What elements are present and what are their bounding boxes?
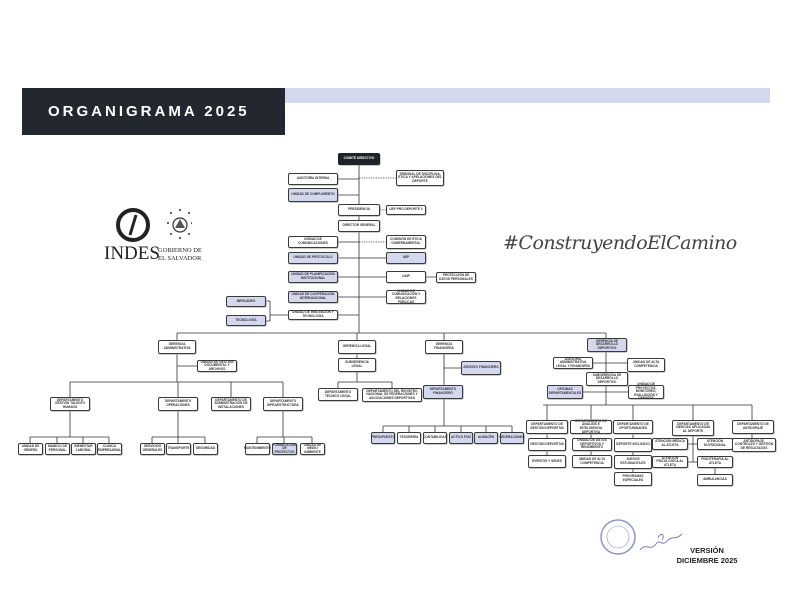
indes-wordmark: INDES (104, 243, 160, 264)
seal-signature-icon (600, 519, 683, 555)
node-gestion-documental[interactable]: UNIDAD DE GESTIÓN DOCUMENTAL Y ARCHIVOS (197, 360, 237, 372)
node-alta-competencia-2[interactable]: UNIDAD DE ALTA COMPETENCIA (572, 455, 612, 468)
government-seal-icon (167, 209, 192, 239)
node-programas-especiales[interactable]: PROGRAMAS ESPECIALES (614, 472, 652, 486)
node-ambulancias[interactable]: AMBULANCIAS (697, 474, 733, 486)
node-datos-deportivos[interactable]: UNIDAD DE DATOS DEPORTIVOS Y RENDIMIENTO (572, 438, 612, 451)
version-date: DICIEMBRE 2025 (676, 555, 738, 565)
node-gestion-deportiva[interactable]: GESTIÓN DEPORTIVA (528, 438, 566, 451)
node-manejo-personal[interactable]: MANEJO DE PERSONAL (45, 443, 70, 455)
node-genero[interactable]: UNIDAD DE GÉNERO (18, 443, 43, 455)
node-bienestar[interactable]: BIENESTAR LABORAL (71, 443, 96, 455)
node-antidopaje-controles[interactable]: ANTIDOPAJE, CONTROLES Y GESTIÓN DE RESUL… (732, 438, 776, 452)
node-presupuesto[interactable]: PRESUPUESTO (371, 432, 395, 444)
node-planificacion[interactable]: UNIDAD DE PLANIFICACIÓN INSTITUCIONAL (288, 271, 338, 283)
node-operaciones[interactable]: DEPARTAMENTO OPERACIONES (158, 397, 198, 411)
node-departamento-financiero[interactable]: DEPARTAMENTO FINANCIERO (423, 385, 463, 399)
node-comision-etica[interactable]: COMISIÓN DE ÉTICA GUBERNAMENTAL (386, 235, 426, 249)
node-gerencia-financiera[interactable]: GERENCIA FINANCIERA (425, 340, 463, 354)
node-instalaciones[interactable]: DEPARTAMENTO DE ADMINISTRACIÓN DE INSTAL… (211, 397, 251, 411)
node-formulacion-proyectos[interactable]: FORMULACIÓN DE PROYECTOS (272, 442, 297, 455)
government-line2: EL SALVADOR (158, 255, 202, 262)
node-medio-ambiente[interactable]: UNIDAD DE MEDIO AMBIENTE (300, 443, 325, 455)
node-presidencia[interactable]: PRESIDENCIA (338, 204, 380, 216)
node-protocolo[interactable]: UNIDAD DE PROTOCOLO (288, 252, 338, 264)
node-gerencia-administrativa[interactable]: GERENCIA ADMINISTRATIVA (158, 340, 196, 354)
node-infraestructura[interactable]: DEPARTAMENTO INFRAESTRUCTURA (263, 397, 303, 411)
node-subgerencia-legal[interactable]: SUBGERENCIA LEGAL (338, 358, 376, 372)
node-ciencias-aplicadas[interactable]: DEPARTAMENTO DE CIENCIAS APLICADAS AL DE… (672, 420, 714, 436)
node-gestion-deportiva-dept[interactable]: DEPARTAMENTO DE GESTIÓN DEPORTIVA (526, 420, 568, 434)
node-atencion-psicologica[interactable]: ATENCIÓN PSICOLÓGICA AL ATLETA (652, 456, 688, 468)
node-deporte-inclusivo[interactable]: DEPORTE INCLUSIVO (614, 438, 652, 452)
node-transporte[interactable]: TRANSPORTE (166, 443, 191, 455)
node-activo-fijo[interactable]: ACTIVO FIJO (449, 432, 473, 444)
node-auditoria-interna[interactable]: AUDITORÍA INTERNA (288, 173, 338, 185)
node-oportunidades[interactable]: DEPARTAMENTO DE OPORTUNIDADES (613, 420, 653, 434)
node-tecnologia[interactable]: TECNOLOGÍA (226, 315, 266, 326)
node-subgerencia-desarrollo[interactable]: SUBGERENCIA DE DESARROLLO DEPORTIVO (586, 372, 628, 386)
node-asesoria[interactable]: ASESORÍA ADMINISTRATIVA LEGAL Y FINANCIE… (553, 357, 593, 369)
node-alta-competencia[interactable]: UNIDAD DE ALTA COMPETENCIA (627, 358, 665, 372)
node-archivo-financiero[interactable]: ARCHIVO FINANCIERO (461, 361, 501, 375)
node-eventos-sedes[interactable]: EVENTOS Y SEDES (528, 455, 566, 468)
node-talento-humano[interactable]: DEPARTAMENTO GESTIÓN TALENTO HUMANO (50, 397, 90, 411)
node-gerencia-desarrollo[interactable]: GERENCIA DE DESARROLLO DEPORTIVO (587, 338, 627, 352)
node-cooperacion[interactable]: UNIDAD DE COOPERACIÓN INTERNACIONAL (288, 291, 338, 303)
node-proteccion-datos[interactable]: PROTECCIÓN DE DATOS PERSONALES (436, 272, 476, 283)
node-antidopaje-dept[interactable]: DEPARTAMENTO DE ANTIDOPAJE (732, 420, 774, 434)
node-registro-nacional[interactable]: DEPARTAMENTO DEL REGISTRO NACIONAL DE FE… (362, 388, 422, 402)
node-atencion-nutricional[interactable]: ATENCIÓN NUTRICIONAL (697, 438, 733, 450)
node-fisioterapia[interactable]: FISIOTERAPIA AL ATLETA (697, 456, 733, 468)
node-mantenimiento[interactable]: MANTENIMIENTO (244, 443, 271, 455)
version-label: VERSIÓN DICIEMBRE 2025 (662, 546, 752, 565)
node-tribunal[interactable]: TRIBUNAL DE DISCIPLINA, ÉTICA Y APELACIO… (396, 170, 444, 186)
node-gerencia-legal[interactable]: GERENCIA LEGAL (338, 340, 376, 354)
node-seguridad[interactable]: SEGURIDAD (193, 443, 218, 455)
node-comite-directivo[interactable]: COMITÉ DIRECTIVO (338, 153, 380, 165)
node-uep-pro-deporte[interactable]: UEP PRO DEPORTE 3 (386, 205, 426, 215)
node-cumplimiento[interactable]: UNIDAD DE CUMPLIMIENTO (288, 188, 338, 202)
version-line1: VERSIÓN (690, 546, 724, 555)
node-proyectos-monitoreo[interactable]: UNIDAD DE PROYECTOS, MONITOREO, EVALUACI… (628, 382, 664, 400)
node-federaciones[interactable]: FEDERACIONES (499, 432, 525, 444)
official-seal-icon (600, 519, 636, 555)
node-director-general[interactable]: DIRECTOR GENERAL (338, 220, 380, 232)
node-relaciones-publicas[interactable]: UNIDAD DE COMUNICACIÓN Y RELACIONES PÚBL… (386, 289, 426, 304)
node-atencion-medica[interactable]: ATENCIÓN MÉDICA AL ATLETA (652, 438, 688, 450)
page-title: ORGANIGRAMA 2025 (48, 103, 250, 120)
title-banner: ORGANIGRAMA 2025 (22, 88, 285, 135)
node-oficinas-departamentales[interactable]: OFICINAS DEPARTAMENTALES (547, 385, 583, 399)
node-mercadeo[interactable]: MERCADEO (226, 296, 266, 307)
node-almacen[interactable]: ALMACÉN (474, 432, 498, 444)
header-accent-bar (285, 88, 770, 103)
node-servicios-generales[interactable]: SERVICIOS GENERALES (140, 443, 165, 455)
node-uep[interactable]: UEP (386, 252, 426, 264)
node-tecnico-legal[interactable]: DEPARTAMENTO TÉCNICO LEGAL (318, 388, 358, 401)
node-innovacion[interactable]: UNIDAD DE INNOVACIÓN Y TECNOLOGÍA (288, 310, 338, 320)
hashtag-slogan: #ConstruyendoElCamino (503, 232, 737, 254)
signature-icon (639, 533, 683, 551)
node-clinica[interactable]: CLÍNICA EMPRESARIAL (97, 443, 122, 455)
node-juegos-estudiantiles[interactable]: JUEGOS ESTUDIANTILES (614, 455, 652, 469)
government-line1: GOBIERNO DE (158, 247, 202, 254)
node-tesoreria[interactable]: TESORERÍA (397, 432, 421, 444)
node-analisis-inteligencia[interactable]: DEPARTAMENTO DE ANÁLISIS E INTELIGENCIA … (570, 419, 612, 434)
node-uaip[interactable]: UAIP (386, 271, 426, 283)
logos-icon (116, 208, 192, 242)
indes-logo-icon (116, 208, 150, 242)
node-comunicaciones[interactable]: UNIDAD DE COMUNICACIONES (288, 236, 338, 248)
node-contabilidad[interactable]: CONTABILIDAD (423, 432, 447, 444)
